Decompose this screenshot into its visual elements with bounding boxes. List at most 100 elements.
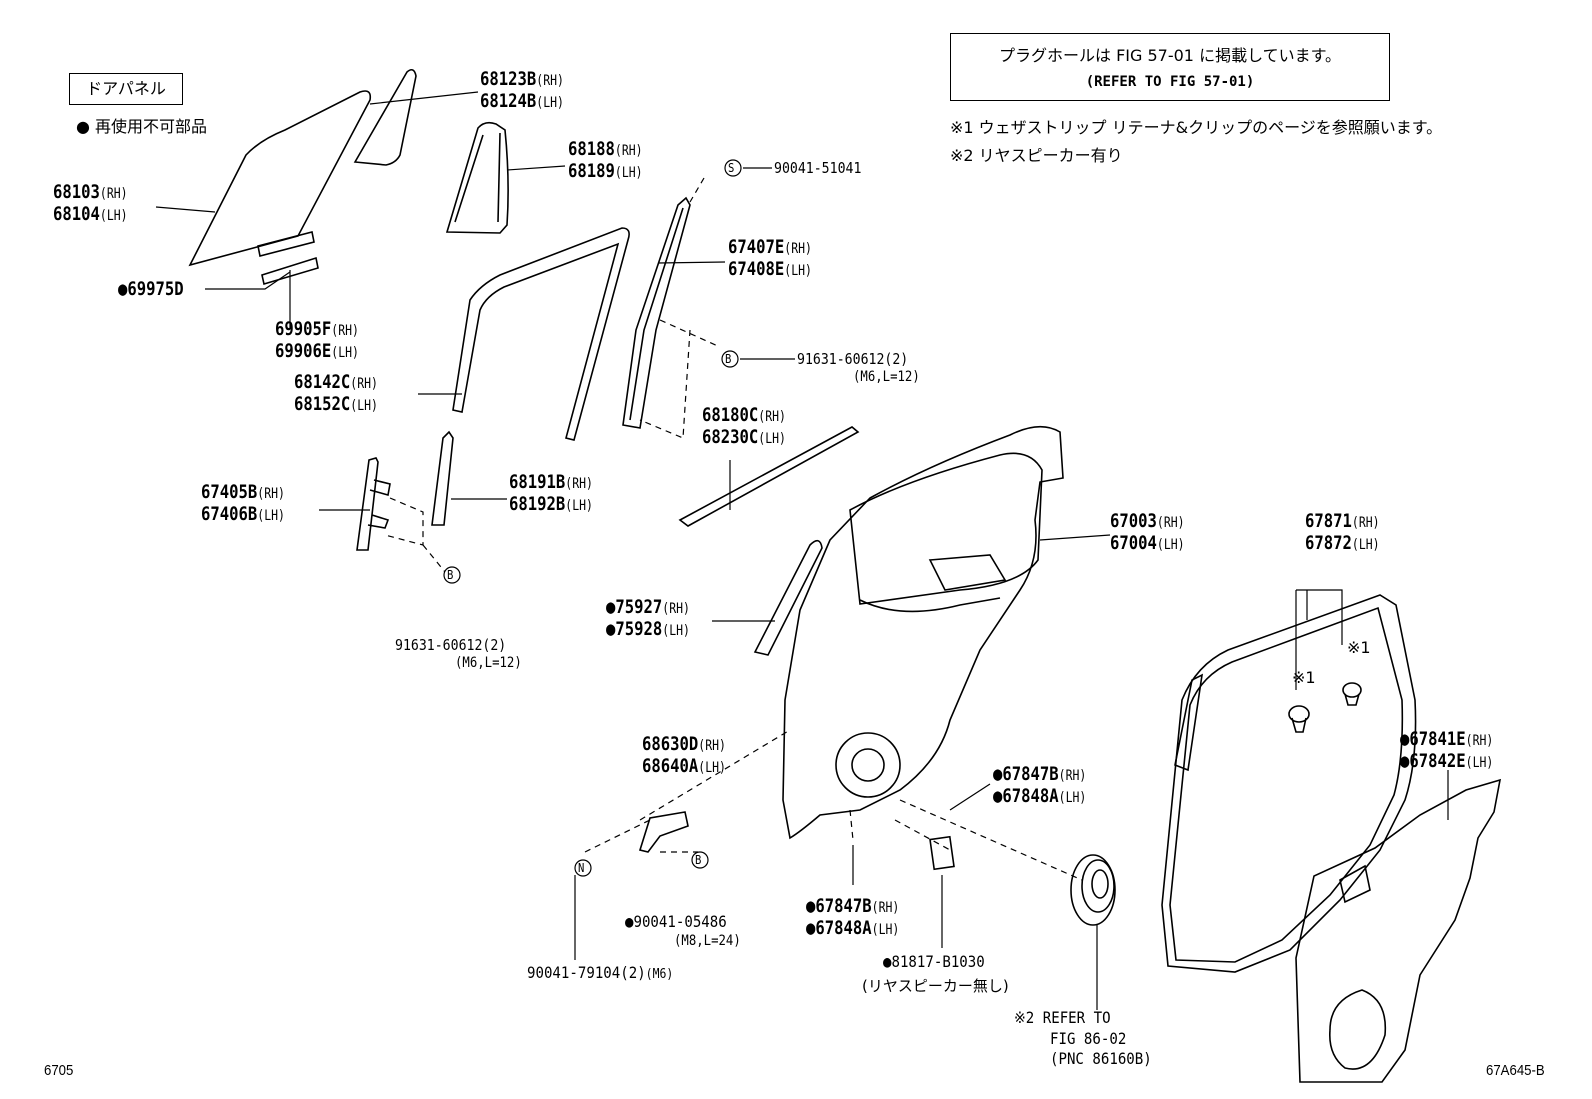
part-90041-51041[interactable]: 90041-51041 [774,159,862,177]
part-68640A[interactable]: 68640A(LH) [642,755,726,779]
marker-n-circle [574,859,592,877]
part-no: 68640A [642,755,699,777]
part-68188[interactable]: 68188(RH) [568,138,643,162]
part-75927[interactable]: ●75927(RH) [606,596,690,620]
part-no: ●75928 [606,618,663,640]
part-68103[interactable]: 68103(RH) [53,181,128,205]
part-no: ●69975D [118,278,184,300]
part-side: (LH) [1351,537,1380,553]
note-2: ※2 リヤスピーカー有り [950,146,1123,165]
part-side: (RH) [1351,515,1380,531]
part-68230C[interactable]: 68230C(LH) [702,426,786,450]
part-67004[interactable]: 67004(LH) [1110,532,1185,556]
sash-68191B [431,430,454,526]
part-81817-spec: (リヤスピーカー無し) [862,977,1009,995]
part-68191B[interactable]: 68191B(RH) [509,471,593,495]
part-67847B-a[interactable]: ●67847B(RH) [993,763,1086,787]
part-68142C[interactable]: 68142C(RH) [294,371,378,395]
part-spec: (M6) [645,967,674,982]
part-side: (LH) [331,345,359,361]
part-67841E[interactable]: ●67841E(RH) [1400,728,1493,752]
leader-67407E [657,261,726,264]
part-67407E[interactable]: 67407E(RH) [728,236,812,260]
part-69906E[interactable]: 69906E(LH) [275,340,359,364]
part-90041-05486[interactable]: ●90041-05486 [625,912,727,931]
part-no: ●67848A [806,917,872,939]
part-no: 67405B [201,481,258,503]
part-side: (RH) [99,186,128,202]
part-67848A-a[interactable]: ●67848A(LH) [993,785,1086,809]
part-67872[interactable]: 67872(LH) [1305,532,1380,556]
part-68630D[interactable]: 68630D(RH) [642,733,726,757]
part-68104[interactable]: 68104(LH) [53,203,128,227]
part-91631-b-spec: (M6,L=12) [455,655,522,671]
sash-67405B [356,457,391,551]
part-side: (LH) [536,95,564,111]
part-no: ●67841E [1400,728,1466,750]
glass-run-67407E [622,196,691,429]
leader-68188 [506,165,566,171]
part-side: (LH) [1058,790,1087,806]
part-67848A-b[interactable]: ●67848A(LH) [806,917,899,941]
part-side: (LH) [871,922,900,938]
part-91631-b[interactable]: 91631-60612(2) [395,636,507,654]
door-weatherstrip-67871 [1161,594,1417,973]
part-side: (RH) [536,73,564,89]
part-side: (RH) [1156,515,1185,531]
part-no: 67871 [1305,510,1352,532]
part-side: (RH) [565,476,593,492]
part-no: ●75927 [606,596,663,618]
part-side: (LH) [758,431,786,447]
leader-67003 [1039,534,1111,541]
part-69905F[interactable]: 69905F(RH) [275,318,359,342]
marker-n-letter: N [578,861,585,875]
part-68189[interactable]: 68189(LH) [568,160,643,184]
part-no: 69906E [275,340,332,362]
part-no: 67872 [1305,532,1352,554]
part-67406B[interactable]: 67406B(LH) [201,503,285,527]
part-91631-a[interactable]: 91631-60612(2) [797,350,909,368]
leader-68123B [369,91,479,105]
pad-81817 [929,835,955,871]
part-67408E[interactable]: 67408E(LH) [728,258,812,282]
part-69975D[interactable]: ●69975D [118,278,184,300]
leader-67871 [1295,589,1343,690]
frame-stub-75927 [753,539,823,656]
part-67842E[interactable]: ●67842E(LH) [1400,750,1493,774]
part-side: (LH) [662,623,690,639]
part-67405B[interactable]: 67405B(RH) [201,481,285,505]
marker-s-circle [724,159,742,177]
part-no: 68104 [53,203,100,225]
part-67003[interactable]: 67003(RH) [1110,510,1185,534]
part-no: 68188 [568,138,615,160]
part-68192B[interactable]: 68192B(LH) [509,493,593,517]
part-no: 68191B [509,471,566,493]
part-no: 67408E [728,258,785,280]
note-box-line2: (REFER TO FIG 57-01) [1085,74,1255,90]
part-68123B[interactable]: 68123B(RH) [480,68,564,92]
refer-86-line1: ※2 REFER TO [1014,1008,1111,1027]
clip-note-left: ※1 [1292,668,1316,687]
part-side: (LH) [614,165,643,181]
part-no: 68103 [53,181,100,203]
part-side: (LH) [565,498,593,514]
part-68180C[interactable]: 68180C(RH) [702,404,786,428]
part-90041-79104[interactable]: 90041-79104(2)(M6) [527,964,673,984]
marker-b1-letter: B [725,352,732,366]
clip-note-right: ※1 [1347,638,1371,657]
part-67871[interactable]: 67871(RH) [1305,510,1380,534]
part-no: 68230C [702,426,759,448]
note-box-line1: プラグホールは FIG 57-01 に掲載しています。 [999,46,1341,65]
part-side: (LH) [350,398,378,414]
part-no: 67406B [201,503,258,525]
part-68152C[interactable]: 68152C(LH) [294,393,378,417]
part-no: 68180C [702,404,759,426]
part-67847B-b[interactable]: ●67847B(RH) [806,895,899,919]
part-side: (RH) [758,409,786,425]
marker-b2-circle [443,566,461,584]
part-side: (LH) [99,208,128,224]
part-81817[interactable]: ●81817-B1030 [883,952,985,971]
part-68124B[interactable]: 68124B(LH) [480,90,564,114]
part-75928[interactable]: ●75928(LH) [606,618,690,642]
